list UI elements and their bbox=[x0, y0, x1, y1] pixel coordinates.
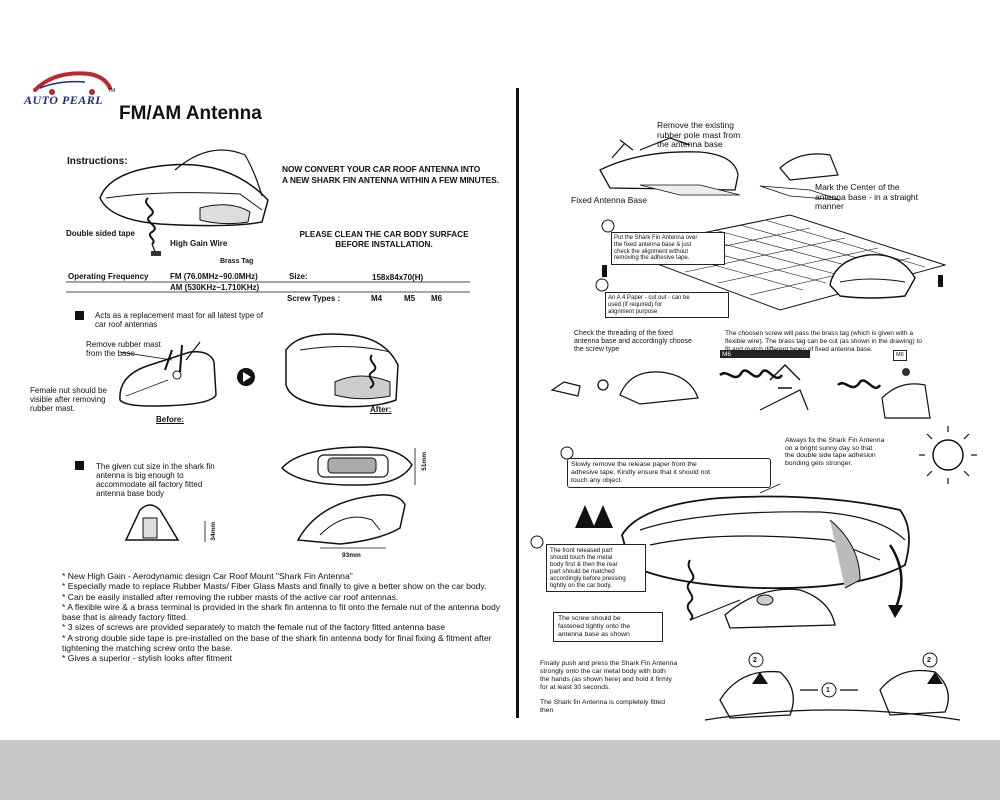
m6-label: M6 bbox=[722, 351, 732, 358]
feature-item: * New High Gain - Aerodynamic design Car… bbox=[62, 571, 353, 581]
screw-m5: M5 bbox=[404, 294, 416, 303]
a4-paper-note: An A 4 Paper - cut out - can be used (if… bbox=[605, 292, 729, 319]
screw-m4: M4 bbox=[371, 294, 383, 303]
completely-fitted-text: The Shark fin Antenna is completely fitt… bbox=[540, 699, 666, 714]
mark-center-text: Mark the Center of the antenna base - in… bbox=[815, 182, 919, 211]
finally-push-text: Finally push and press the Shark Fin Ant… bbox=[540, 660, 678, 691]
feature-item: * A strong double side tape is pre-insta… bbox=[62, 632, 492, 654]
front-part-note: The front released part should touch the… bbox=[546, 544, 646, 592]
note2-bullet-square bbox=[75, 461, 84, 470]
page-title: FM/AM Antenna bbox=[119, 103, 262, 124]
before-label: Before: bbox=[156, 415, 185, 424]
feature-item: * A flexible wire & a brass terminal is … bbox=[62, 601, 501, 623]
dim-51mm: 51mm bbox=[421, 452, 428, 471]
bottom-gray-band bbox=[0, 740, 1000, 800]
feature-bullet-list: * New High Gain - Aerodynamic design Car… bbox=[62, 571, 502, 664]
note-cut-size: The given cut size in the shark fin ante… bbox=[96, 462, 215, 498]
size-label: Size: bbox=[289, 272, 308, 281]
feature-item: * Gives a superior - stylish looks after… bbox=[62, 653, 233, 664]
brand-name: AUTO PEARL bbox=[24, 93, 104, 107]
feature-item: * Especially made to replace Rubber Mast… bbox=[62, 581, 487, 592]
feature-item: * 3 sizes of screws are provided separat… bbox=[62, 622, 446, 633]
check-threading-text: Check the threading of the fixed antenna… bbox=[574, 330, 692, 353]
m6-small-label: M6 bbox=[893, 350, 907, 361]
m6-label-bar bbox=[720, 350, 810, 358]
size-value: 158x84x70(H) bbox=[372, 273, 424, 282]
female-nut-label: Female nut should be visible after remov… bbox=[30, 386, 107, 413]
release-paper-note: Slowly remove the release paper from the… bbox=[567, 458, 771, 488]
chosen-screw-text: The choosen screw will pass the brass ta… bbox=[725, 330, 923, 353]
screw-fasten-note: The screw should be fastened tightly ont… bbox=[553, 612, 663, 642]
screw-m6: M6 bbox=[431, 294, 443, 303]
convert-banner: NOW CONVERT YOUR CAR ROOF ANTENNA INTO A… bbox=[282, 164, 499, 185]
dim-93mm: 93mm bbox=[342, 552, 361, 559]
freq-am: AM (530KHz~1.710KHz) bbox=[170, 283, 260, 292]
fixed-antenna-base-label: Fixed Antenna Base bbox=[571, 195, 648, 205]
instructions-heading: Instructions: bbox=[67, 156, 128, 167]
screw-label: Screw Types : bbox=[287, 294, 341, 303]
page-divider bbox=[516, 88, 519, 718]
feature-item: * Can be easily installed after removing… bbox=[62, 591, 399, 602]
put-fin-note: Put the Shark Fin Antenna over the fixed… bbox=[611, 232, 725, 266]
note-bullet-square bbox=[75, 311, 84, 320]
remove-rubber-mast-label: Remove rubber mast from the base bbox=[86, 340, 161, 358]
dim-34mm: 34mm bbox=[210, 522, 217, 541]
note-replacement-mast: Acts as a replacement mast for all lates… bbox=[95, 311, 264, 329]
step-number-2-left: 2 bbox=[753, 657, 757, 664]
label-high-gain-wire: High Gain Wire bbox=[170, 239, 228, 248]
freq-fm: FM (76.0MHz~90.0MHz) bbox=[170, 272, 258, 281]
clean-notice: PLEASE CLEAN THE CAR BODY SURFACE BEFORE… bbox=[299, 230, 469, 249]
label-brass-tag: Brass Tag bbox=[220, 258, 254, 265]
step-number-2-right: 2 bbox=[927, 657, 931, 664]
brand-tm: TM bbox=[108, 88, 116, 94]
label-double-sided-tape: Double sided tape bbox=[66, 229, 135, 238]
sunny-day-text: Always fix the Shark Fin Antenna on a br… bbox=[785, 437, 885, 467]
step-number-1: 1 bbox=[826, 687, 830, 694]
remove-existing-mast-text: Remove the existing rubber pole mast fro… bbox=[657, 120, 741, 149]
after-label: After: bbox=[370, 405, 392, 414]
freq-label: Operating Frequency bbox=[68, 272, 149, 281]
